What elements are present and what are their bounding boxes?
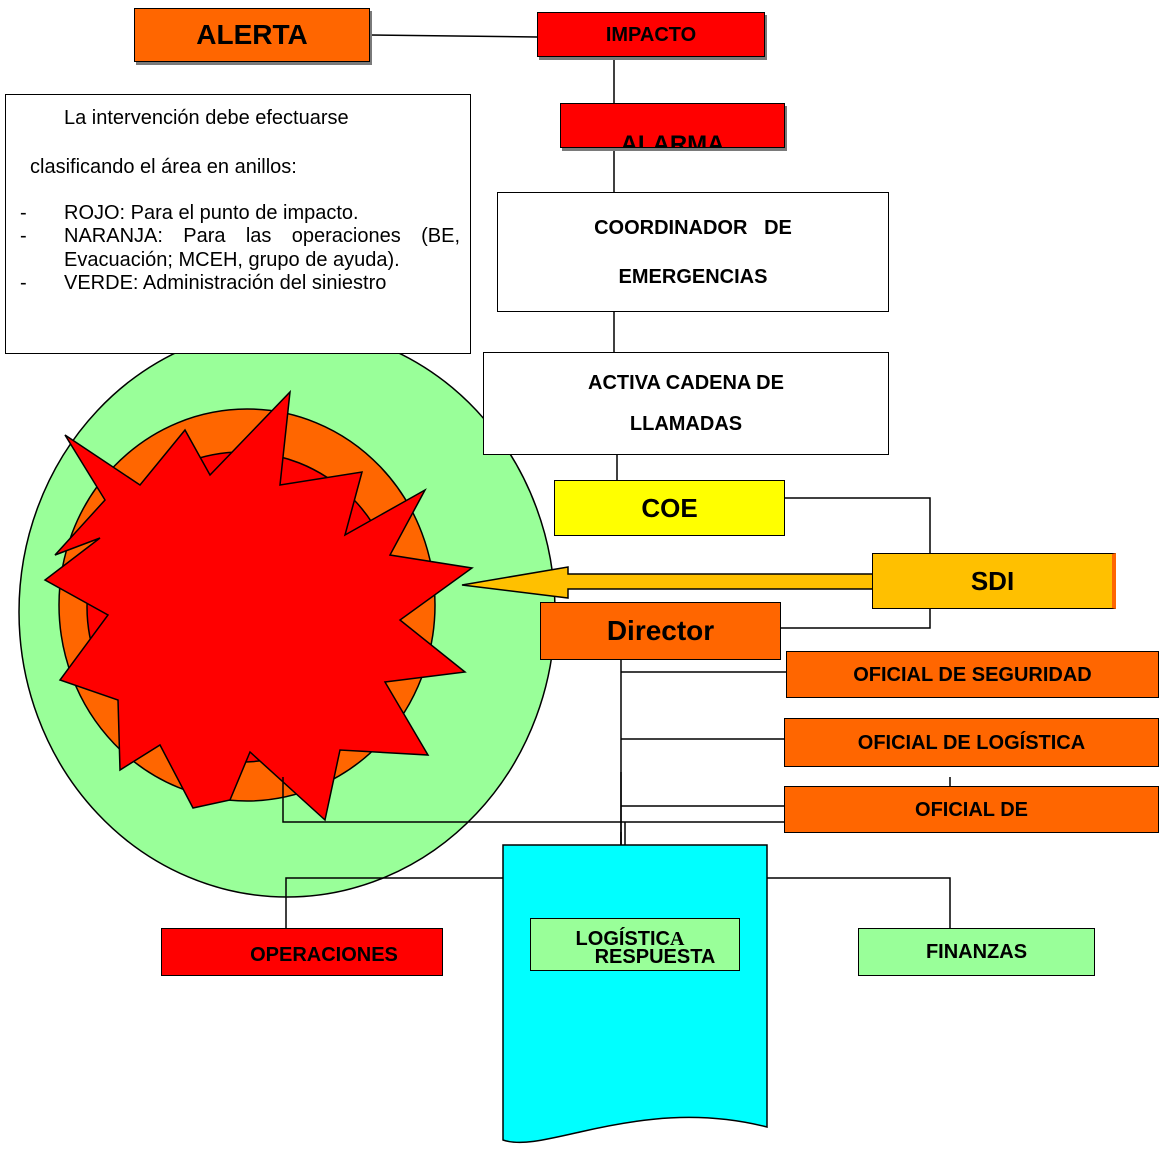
ring-legend-note: La intervención debe efectuarse clasific…	[5, 94, 471, 354]
sdi-arrow	[461, 566, 876, 599]
node-coordinador-line1: COORDINADOR DE	[594, 216, 792, 239]
note-list: ROJO: Para el punto de impacto. NARANJA:…	[20, 202, 460, 296]
node-logistica-label: LOGÍSTICA	[576, 929, 685, 949]
impact-burst	[43, 389, 474, 822]
node-oficial-seguridad-label: OFICIAL DE SEGURIDAD	[853, 663, 1092, 686]
node-oficial-de-label: OFICIAL DE	[915, 798, 1028, 821]
node-impacto: IMPACTO	[537, 12, 765, 57]
node-respuesta-label: RESPUESTA	[594, 945, 716, 968]
node-coe: COE	[554, 480, 785, 536]
node-finanzas: FINANZAS	[858, 928, 1095, 976]
node-logistica: LOGÍSTICA	[530, 918, 740, 971]
node-oficial-logistica: OFICIAL DE LOGÍSTICA	[784, 718, 1159, 767]
node-respuesta: RESPUESTA	[503, 845, 767, 1085]
note-item-naranja: NARANJA: Para las operaciones (BE, Evacu…	[20, 225, 460, 272]
node-director-label: Director	[606, 615, 715, 646]
node-operaciones-label: OPERACIONES	[250, 944, 398, 966]
node-impacto-label: IMPACTO	[605, 23, 697, 46]
node-alerta: ALERTA	[134, 8, 370, 62]
node-alarma: ALARMA	[560, 103, 785, 148]
node-alerta-label: ALERTA	[196, 19, 308, 50]
node-activa-cadena: ACTIVA CADENA DE LLAMADAS	[483, 352, 889, 455]
node-sdi-label: SDI	[970, 566, 1015, 596]
note-intro-line2: clasificando el área en anillos:	[30, 156, 297, 179]
node-oficial-de: OFICIAL DE	[784, 786, 1159, 833]
node-activa-line2: LLAMADAS	[629, 412, 743, 435]
node-alarma-label: ALARMA	[620, 131, 725, 148]
node-oficial-seguridad: OFICIAL DE SEGURIDAD	[786, 651, 1159, 698]
node-logistica-text: LOGÍSTIC	[575, 927, 670, 950]
node-finanzas-label: FINANZAS	[925, 941, 1028, 963]
node-sdi: SDI	[872, 553, 1116, 609]
note-item-verde: VERDE: Administración del siniestro	[20, 272, 460, 296]
node-director: Director	[540, 602, 781, 660]
node-coordinador: COORDINADOR DE EMERGENCIAS	[497, 192, 889, 312]
note-intro-line1: La intervención debe efectuarse	[64, 107, 349, 129]
node-coe-label: COE	[641, 493, 698, 523]
node-oficial-logistica-label: OFICIAL DE LOGÍSTICA	[857, 731, 1086, 754]
node-operaciones: OPERACIONES	[161, 928, 443, 976]
node-coordinador-line2: EMERGENCIAS	[618, 265, 768, 288]
node-activa-line1: ACTIVA CADENA DE	[588, 372, 784, 395]
note-item-rojo: ROJO: Para el punto de impacto.	[20, 202, 460, 226]
node-logistica-end: A	[670, 927, 685, 950]
